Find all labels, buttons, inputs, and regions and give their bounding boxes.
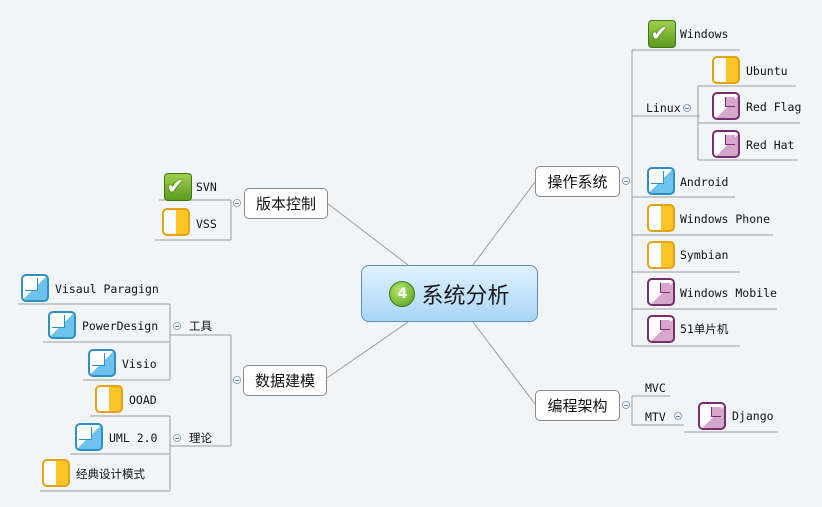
blue-topic-icon <box>48 311 76 339</box>
leaf-ubuntu[interactable]: Ubuntu <box>746 64 788 78</box>
leaf-winmobile[interactable]: Windows Mobile <box>680 286 777 300</box>
purple-topic-icon <box>647 278 675 306</box>
leaf-powerdesign[interactable]: PowerDesign <box>82 319 159 333</box>
leaf-linux[interactable]: Linux <box>646 101 681 115</box>
branch-vcs-label: 版本控制 <box>255 195 316 213</box>
orange-topic-icon <box>647 204 675 232</box>
collapse-model-icon[interactable] <box>233 376 241 384</box>
leaf-android[interactable]: Android <box>680 175 729 189</box>
leaf-mvc[interactable]: MVC <box>645 381 666 395</box>
collapse-tools-icon[interactable] <box>173 322 181 330</box>
root-topic[interactable]: 4 系统分析 <box>361 265 538 322</box>
leaf-paragign[interactable]: Visaul Paragign <box>55 282 159 296</box>
leaf-redhat[interactable]: Red Hat <box>746 138 795 152</box>
collapse-arch-icon[interactable] <box>622 401 630 409</box>
leaf-tools[interactable]: 工具 <box>189 319 212 333</box>
collapse-theory-icon[interactable] <box>173 434 181 442</box>
leaf-symbian[interactable]: Symbian <box>680 248 729 262</box>
branch-arch-label: 编程架构 <box>547 397 608 415</box>
collapse-mtv-icon[interactable] <box>674 412 682 420</box>
check-icon <box>648 18 676 48</box>
leaf-mcu[interactable]: 51单片机 <box>680 322 729 336</box>
blue-topic-icon <box>647 167 675 195</box>
collapse-linux-icon[interactable] <box>683 104 691 112</box>
branch-model-label: 数据建模 <box>254 372 315 390</box>
leaf-visio[interactable]: Visio <box>122 357 157 371</box>
orange-topic-icon <box>647 241 675 269</box>
purple-topic-icon <box>647 315 675 343</box>
purple-topic-icon <box>712 130 740 158</box>
orange-topic-icon <box>95 385 123 413</box>
leaf-svn[interactable]: SVN <box>196 180 217 194</box>
purple-topic-icon <box>712 92 740 120</box>
leaf-theory[interactable]: 理论 <box>189 431 212 445</box>
branch-model[interactable]: 数据建模 <box>243 365 327 396</box>
root-topic-label: 系统分析 <box>421 283 510 309</box>
mindmap-logo-icon: 4 <box>389 280 416 307</box>
leaf-django[interactable]: Django <box>732 409 774 423</box>
leaf-vss[interactable]: VSS <box>196 217 217 231</box>
leaf-winphone[interactable]: Windows Phone <box>680 212 771 226</box>
leaf-mtv[interactable]: MTV <box>645 410 666 424</box>
purple-topic-icon <box>698 402 726 430</box>
orange-topic-icon <box>162 208 190 236</box>
branch-vcs[interactable]: 版本控制 <box>244 188 328 219</box>
check-icon <box>164 171 192 201</box>
branch-os[interactable]: 操作系统 <box>535 166 620 197</box>
leaf-ooad[interactable]: OOAD <box>129 393 157 407</box>
blue-topic-icon <box>75 423 103 451</box>
leaf-redflag[interactable]: Red Flag <box>746 100 802 114</box>
branch-arch[interactable]: 编程架构 <box>535 390 620 421</box>
blue-topic-icon <box>21 274 49 302</box>
leaf-patterns[interactable]: 经典设计模式 <box>76 467 145 481</box>
leaf-uml[interactable]: UML 2.0 <box>109 431 158 445</box>
blue-topic-icon <box>88 349 116 377</box>
orange-topic-icon <box>42 459 70 487</box>
branch-os-label: 操作系统 <box>547 173 608 191</box>
orange-topic-icon <box>712 56 740 84</box>
collapse-vcs-icon[interactable] <box>233 199 241 207</box>
collapse-os-icon[interactable] <box>622 177 630 185</box>
leaf-windows[interactable]: Windows <box>680 27 729 41</box>
